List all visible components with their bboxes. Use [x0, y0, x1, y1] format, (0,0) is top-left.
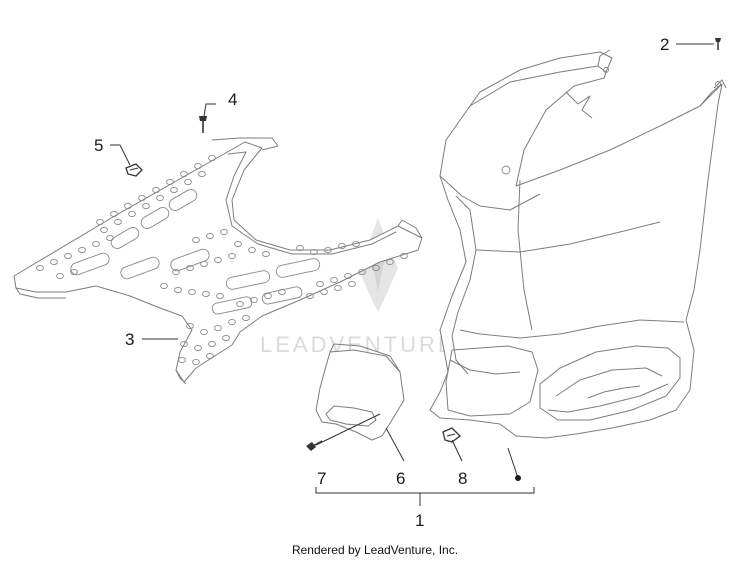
floor-hole — [78, 246, 86, 254]
floor-hole — [36, 264, 44, 272]
floor-hole — [124, 202, 132, 210]
floor-hole — [316, 280, 324, 288]
floor-hole — [228, 318, 236, 326]
floor-hole — [352, 240, 360, 248]
floor-hole — [324, 246, 332, 254]
floor-hole — [202, 290, 210, 298]
floor-hole — [114, 218, 122, 226]
callout-5: 5 — [94, 136, 103, 155]
floor-hole — [156, 194, 164, 202]
floor-hole — [338, 242, 346, 250]
floor-hole — [56, 272, 64, 280]
floor-hole — [178, 356, 186, 364]
floor-hole — [106, 234, 114, 242]
floor-hole — [278, 288, 286, 296]
floor-hole — [236, 300, 244, 308]
callout-8: 8 — [458, 469, 467, 488]
small-cover — [315, 343, 405, 441]
floor-hole — [184, 178, 192, 186]
floor-hole — [142, 202, 150, 210]
floor-hole — [194, 344, 202, 352]
floor-hole — [194, 162, 202, 170]
floor-hole — [242, 314, 250, 322]
floor-hole — [180, 170, 188, 178]
floor-hole — [160, 282, 168, 290]
floor-hole — [248, 246, 256, 254]
footer-credit: Rendered by LeadVenture, Inc. — [291, 543, 459, 557]
floor-holes — [36, 154, 408, 366]
floor-hole — [222, 334, 230, 342]
floor-hole — [400, 252, 408, 260]
floor-hole — [128, 210, 136, 218]
floor-hole — [208, 340, 216, 348]
floor-hole — [188, 288, 196, 296]
leader-lines — [110, 43, 714, 506]
clip-nut-8 — [442, 427, 461, 443]
reference-dot — [515, 475, 521, 481]
floor-hole — [192, 358, 200, 366]
floor-hole — [192, 236, 200, 244]
floor-hole — [234, 240, 242, 248]
floor-hole — [96, 218, 104, 226]
callout-7: 7 — [317, 469, 326, 488]
floor-hole — [344, 272, 352, 280]
floor-hole — [110, 210, 118, 218]
floor-hole — [50, 258, 58, 266]
callout-2: 2 — [660, 35, 669, 54]
floor-hole — [186, 322, 194, 330]
floor-panel — [13, 137, 423, 385]
floor-hole — [306, 292, 314, 300]
screw-2 — [715, 38, 721, 50]
floor-hole — [152, 186, 160, 194]
floor-hole — [310, 248, 318, 256]
floor-hole — [386, 258, 394, 266]
floor-hole — [200, 260, 208, 268]
floor-hole — [334, 284, 342, 292]
screw-7 — [306, 440, 323, 451]
floor-hole — [172, 268, 180, 276]
clip-nut-5 — [125, 163, 143, 177]
callout-4: 4 — [228, 90, 237, 109]
floor-hole — [320, 288, 328, 296]
floor-hole — [180, 340, 188, 348]
floor-hole — [264, 292, 272, 300]
floor-hole — [330, 276, 338, 284]
callout-3: 3 — [125, 330, 134, 349]
floor-hole — [198, 170, 206, 178]
floor-hole — [358, 268, 366, 276]
floor-hole — [220, 228, 228, 236]
floor-hole — [216, 292, 224, 300]
floor-hole — [170, 186, 178, 194]
floor-hole — [138, 194, 146, 202]
floor-hole — [214, 256, 222, 264]
floor-hole — [296, 244, 304, 252]
floor-hole — [64, 252, 72, 260]
floor-hole — [262, 250, 270, 258]
screw-4 — [199, 116, 207, 133]
callout-6: 6 — [396, 469, 405, 488]
floor-hole — [372, 264, 380, 272]
floor-hole — [206, 232, 214, 240]
floor-hole — [92, 240, 100, 248]
floor-hole — [100, 226, 108, 234]
floor-hole — [200, 328, 208, 336]
floor-hole — [174, 286, 182, 294]
floor-slots — [70, 189, 321, 315]
floor-hole — [70, 268, 78, 276]
callout-1: 1 — [415, 511, 424, 530]
body-cover — [429, 49, 727, 439]
floor-hole — [250, 296, 258, 304]
floor-hole — [206, 352, 214, 360]
floor-hole — [228, 252, 236, 260]
floor-hole — [214, 324, 222, 332]
floor-hole — [348, 280, 356, 288]
floor-hole — [186, 264, 194, 272]
floor-hole — [208, 154, 216, 162]
floor-hole — [166, 178, 174, 186]
